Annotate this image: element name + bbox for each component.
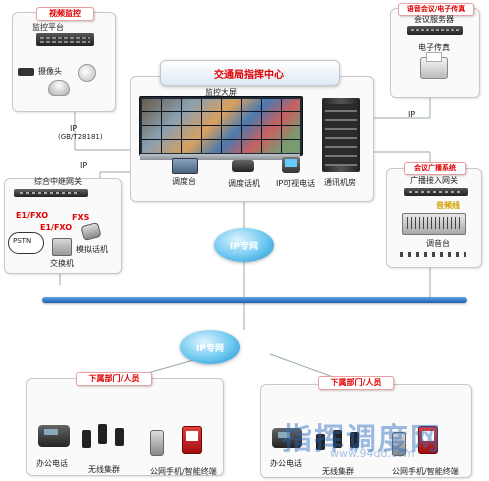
exchange-icon <box>52 238 72 256</box>
fax-label: 电子传真 <box>418 43 450 52</box>
fxs-label: FXS <box>72 213 90 222</box>
wireless-right-label: 无线集群 <box>322 467 354 476</box>
watermark-url: www.94dd.com <box>330 447 415 460</box>
dispatch-desk-icon <box>172 158 198 174</box>
ip-network-cloud-bottom <box>180 330 240 364</box>
network-bus <box>42 297 467 303</box>
analog-phone-label: 模拟话机 <box>76 245 108 254</box>
conference-server-label: 会议服务器 <box>414 15 454 24</box>
pstn-cloud-icon <box>8 232 44 254</box>
server-rack-icon <box>322 98 360 172</box>
monitor-platform-label: 监控平台 <box>32 23 64 32</box>
radio-left-1-icon <box>82 430 91 448</box>
conference-fax-box <box>390 8 480 98</box>
mobile-left-2-icon <box>182 426 202 454</box>
mixer-icon <box>402 213 466 235</box>
camera-label: 摄像头 <box>38 67 62 76</box>
audio-line-label: 音频线 <box>436 201 460 210</box>
office-phone-left-label: 办公电话 <box>36 459 68 468</box>
conference-fax-title: 语音会议/电子传真 <box>398 3 474 16</box>
gb-standard-label: (GB/T28181) <box>58 133 103 141</box>
pstn-label: PSTN <box>13 237 32 245</box>
fax-machine-icon <box>420 52 448 79</box>
video-wall <box>139 96 303 156</box>
mobile-right-label: 公网手机/智能终端 <box>392 467 459 476</box>
dispatch-phone-label: 调度话机 <box>228 179 260 188</box>
subordinate-left-title: 下属部门/人员 <box>76 372 152 386</box>
office-phone-right-label: 办公电话 <box>270 459 302 468</box>
bullet-camera-icon <box>18 68 34 76</box>
ip-left-label: IP <box>80 161 88 170</box>
video-monitoring-box <box>12 12 116 112</box>
command-center-title: 交通局指挥中心 <box>214 70 284 81</box>
ip-network-cloud-top-label: IP专网 <box>230 242 258 252</box>
comm-room-label: 通讯机房 <box>324 178 356 187</box>
radio-left-2-icon <box>98 424 107 444</box>
wireless-left-label: 无线集群 <box>88 465 120 474</box>
broadcast-system-title: 会议广播系统 <box>404 162 466 175</box>
e1fxo-bottom-label: E1/FXO <box>40 223 73 232</box>
mobile-left-1-icon <box>150 430 164 456</box>
trunk-gateway-icon <box>14 189 88 197</box>
mobile-left-label: 公网手机/智能终端 <box>150 467 217 476</box>
radio-right-2-icon <box>333 430 342 448</box>
exchange-label: 交换机 <box>50 259 74 268</box>
broadcast-gateway-label: 广播接入网关 <box>410 176 458 185</box>
dome-camera-icon <box>48 80 70 96</box>
video-phone-icon <box>282 157 300 173</box>
office-phone-left-icon <box>38 425 70 447</box>
command-center-title-plate <box>160 60 340 86</box>
ip-network-cloud-bottom-label: IP专网 <box>196 344 224 354</box>
monitor-screen-label: 监控大屏 <box>205 88 237 97</box>
broadcast-gateway-icon <box>404 188 468 196</box>
speed-dome-camera-icon <box>78 64 96 82</box>
dispatch-desk-label: 调度台 <box>172 177 196 186</box>
video-phone-label: IP可视电话 <box>276 179 316 188</box>
conference-server-icon <box>407 26 463 35</box>
desk-floor <box>140 154 300 160</box>
radio-right-1-icon <box>316 434 325 450</box>
dispatch-phone-icon <box>232 160 254 172</box>
mobile-right-1-icon <box>392 432 406 456</box>
monitor-platform-icon <box>36 33 94 46</box>
speaker-row-icon <box>400 252 466 257</box>
ip-right-label: IP <box>408 110 416 119</box>
video-monitoring-title: 视频监控 <box>36 7 94 21</box>
mobile-right-2-icon <box>418 426 438 454</box>
mixer-label: 调音台 <box>426 239 450 248</box>
subordinate-right-title: 下属部门/人员 <box>318 376 394 390</box>
e1fxo-top-label: E1/FXO <box>16 211 49 220</box>
ip-gb-label: IP <box>70 124 78 133</box>
trunk-gateway-label: 综合中继网关 <box>34 177 82 186</box>
office-phone-right-icon <box>272 428 302 448</box>
radio-right-3-icon <box>350 432 359 448</box>
watermark-brand: 指挥调度网 <box>282 422 442 457</box>
radio-left-3-icon <box>115 428 124 446</box>
ip-network-cloud-top <box>214 228 274 262</box>
